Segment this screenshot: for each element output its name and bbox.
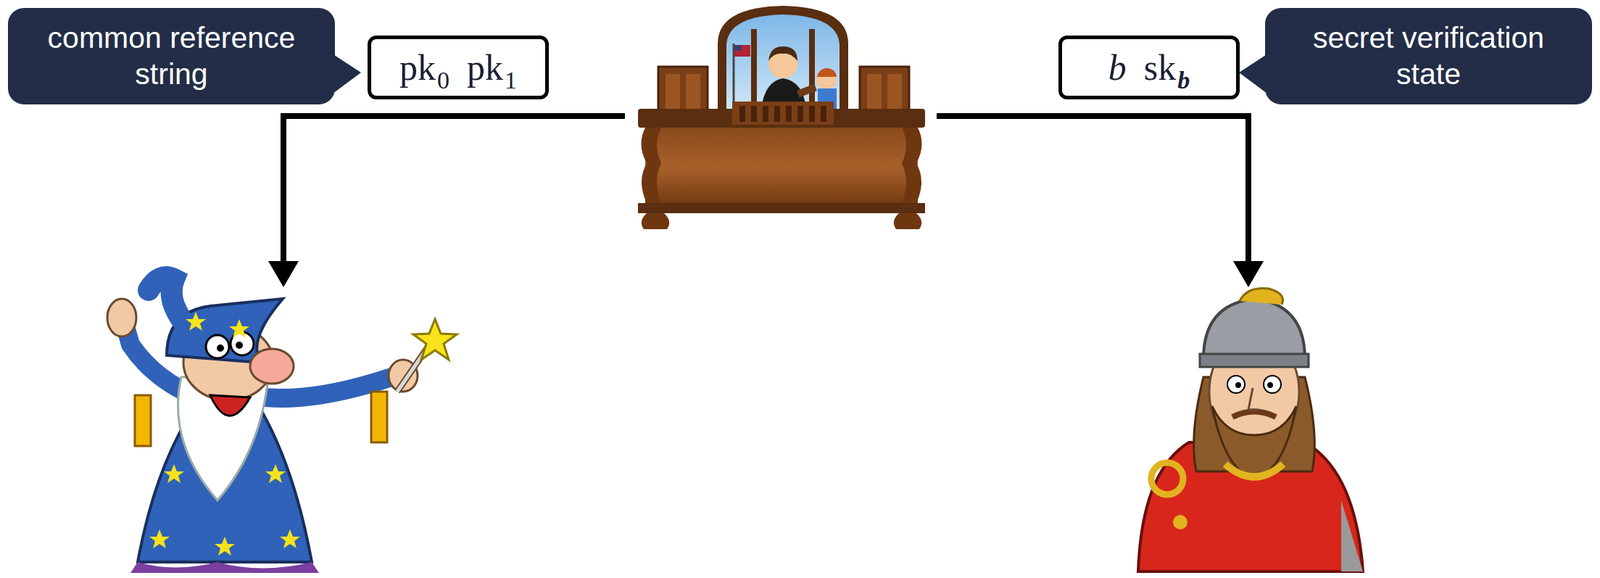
callout-box: secret verification state [1265,7,1593,105]
key-symbol: 0 [437,66,450,94]
arrow-head [268,260,1264,288]
callout-text: secret verification state [1312,21,1545,90]
key-box: bskb [1058,35,1240,100]
judge-illustration [637,5,926,230]
key-symbol: pk [466,47,504,88]
knight-illustration [1138,288,1363,572]
key-symbol: pk [399,47,436,88]
key-symbol: 1 [504,66,517,94]
distribution-wire [283,115,1249,263]
wizard-illustration [107,276,457,573]
callout-box: common reference string [7,7,335,105]
text-group: common reference string [25,20,318,92]
key-symbol: sk [1143,47,1176,88]
text-group: secret verification state [1282,20,1575,92]
text-group: pk0pk1 [399,46,517,89]
key-symbol: b [1177,66,1190,94]
text-group: bskb [1108,46,1190,89]
key-box: pk0pk1 [367,35,549,100]
callout-text: common reference string [47,21,296,90]
key-symbol: b [1108,47,1127,88]
